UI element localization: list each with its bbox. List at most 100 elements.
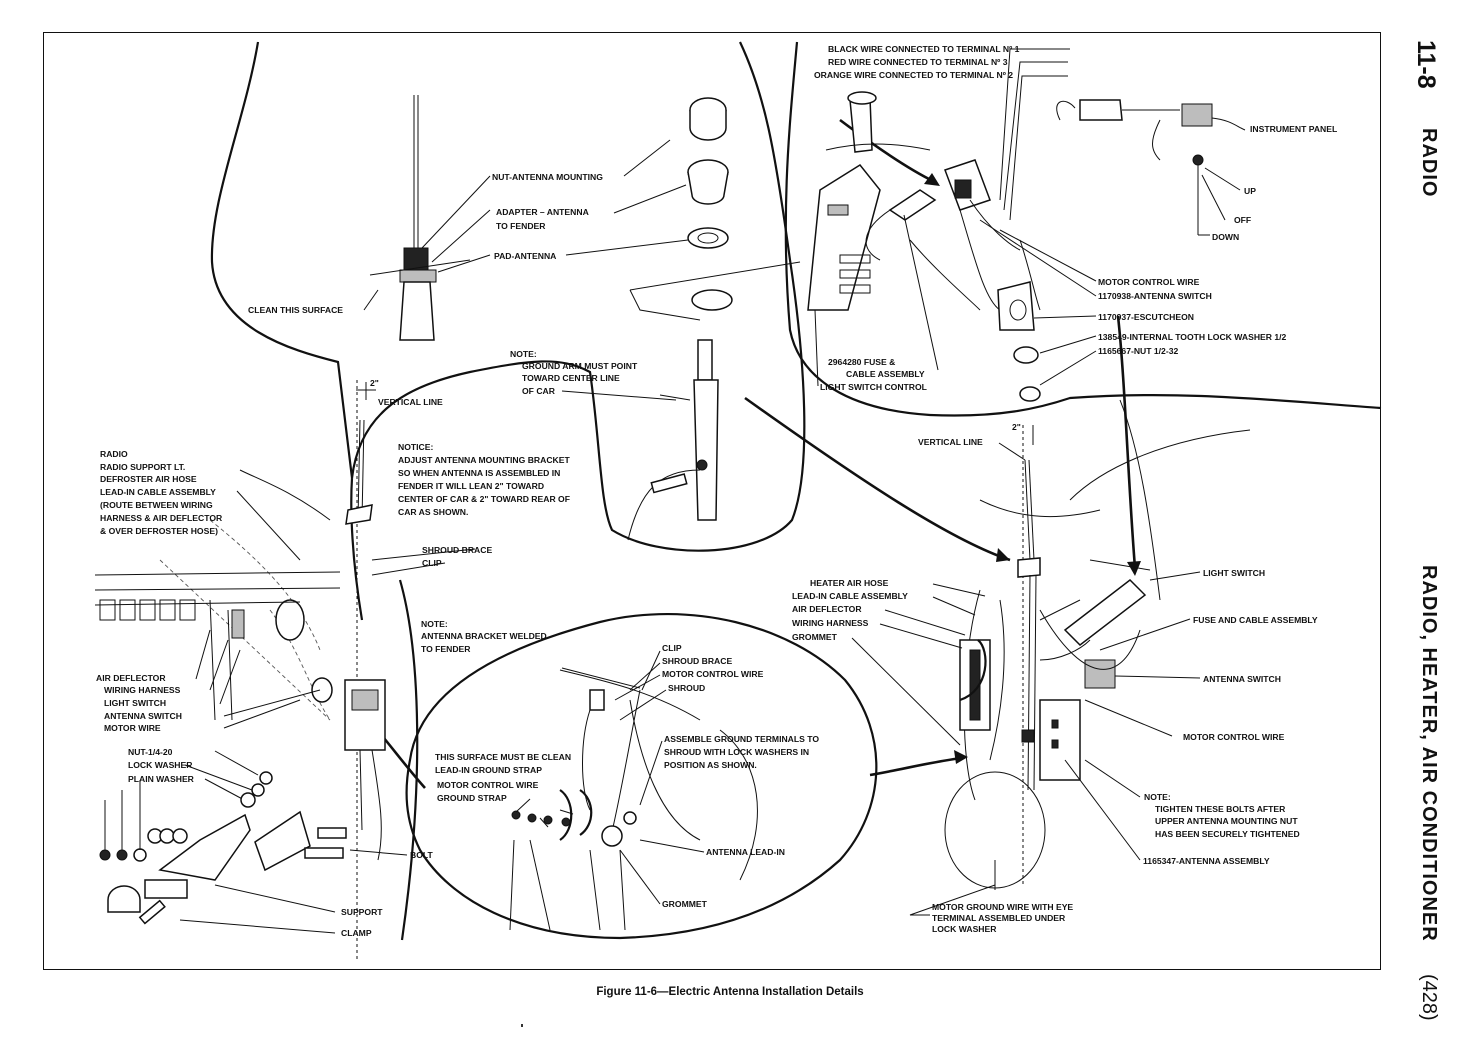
label-tighten-note-2: TIGHTEN THESE BOLTS AFTER bbox=[1155, 804, 1286, 814]
label-right-grommet: GROMMET bbox=[792, 632, 838, 642]
center-shroud-detail bbox=[509, 667, 758, 931]
label-ground-wire-3: LOCK WASHER bbox=[932, 924, 997, 934]
instrument-panel-switch bbox=[1056, 99, 1246, 236]
label-ground-note-4: OF CAR bbox=[522, 386, 556, 396]
label-adapter-2: TO FENDER bbox=[496, 221, 546, 231]
label-fuse-1: 2964280 FUSE & bbox=[828, 357, 895, 367]
label-notice-2: ADJUST ANTENNA MOUNTING BRACKET bbox=[398, 455, 570, 465]
label-ground-note-1: NOTE: bbox=[510, 349, 537, 359]
label-clamp: CLAMP bbox=[341, 928, 372, 938]
label-heater-air-hose: HEATER AIR HOSE bbox=[810, 578, 889, 588]
label-tighten-note-3: UPPER ANTENNA MOUNTING NUT bbox=[1155, 816, 1298, 826]
label-light-switch-control: LIGHT SWITCH CONTROL bbox=[820, 382, 927, 392]
label-right-vertical-line: VERTICAL LINE bbox=[918, 437, 983, 447]
label-right-wiring-harness: WIRING HARNESS bbox=[792, 618, 869, 628]
label-defroster-hose: DEFROSTER AIR HOSE bbox=[100, 474, 197, 484]
label-fuse-2: CABLE ASSEMBLY bbox=[846, 369, 925, 379]
label-lead-in-ground-strap: LEAD-IN GROUND STRAP bbox=[435, 765, 542, 775]
label-antenna-lead-in: ANTENNA LEAD-IN bbox=[706, 847, 785, 857]
label-notice-1: NOTICE: bbox=[398, 442, 433, 452]
label-surface-clean: THIS SURFACE MUST BE CLEAN bbox=[435, 752, 571, 762]
hardware-parts bbox=[99, 771, 347, 925]
label-bolt: BOLT bbox=[410, 850, 434, 860]
arrow-from-switch bbox=[1116, 315, 1137, 569]
label-notice-3: SO WHEN ANTENNA IS ASSEMBLED IN bbox=[398, 468, 560, 478]
label-right-lead-in: LEAD-IN CABLE ASSEMBLY bbox=[792, 591, 908, 601]
center-detail-balloon bbox=[405, 612, 878, 940]
label-assemble-2: SHROUD WITH LOCK WASHERS IN bbox=[664, 747, 809, 757]
label-assemble-1: ASSEMBLE GROUND TERMINALS TO bbox=[664, 734, 819, 744]
label-assemble-3: POSITION AS SHOWN. bbox=[664, 760, 757, 770]
label-radio: RADIO bbox=[100, 449, 128, 459]
label-motor-strap-2: GROUND STRAP bbox=[437, 793, 507, 803]
label-instrument-panel: INSTRUMENT PANEL bbox=[1250, 124, 1337, 134]
chapter-title: RADIO, HEATER, AIR CONDITIONER bbox=[1418, 565, 1440, 942]
label-up: UP bbox=[1244, 186, 1256, 196]
label-center-shroud-brace: SHROUD BRACE bbox=[662, 656, 732, 666]
pad-part bbox=[687, 227, 729, 249]
label-left-motor-wire: MOTOR WIRE bbox=[104, 723, 161, 733]
label-ground-note-3: TOWARD CENTER LINE bbox=[522, 373, 620, 383]
page-number: 11-8 bbox=[1412, 40, 1440, 89]
arrow-center-to-right bbox=[869, 756, 963, 777]
label-left-vertical-line: VERTICAL LINE bbox=[378, 397, 443, 407]
label-center-grommet: GROMMET bbox=[662, 899, 708, 909]
label-left-light-switch: LIGHT SWITCH bbox=[104, 698, 166, 708]
label-down: DOWN bbox=[1212, 232, 1239, 242]
label-escutcheon: 1170937-ESCUTCHEON bbox=[1098, 312, 1194, 322]
label-radio-support: RADIO SUPPORT LT. bbox=[100, 462, 185, 472]
folio-number: (428) bbox=[1418, 974, 1440, 1021]
label-ground-note-2: GROUND ARM MUST POINT bbox=[522, 361, 638, 371]
label-plain-washer: PLAIN WASHER bbox=[128, 774, 195, 784]
label-tighten-note-1: NOTE: bbox=[1144, 792, 1171, 802]
antenna-mast-detail bbox=[369, 95, 471, 341]
right-installation-view bbox=[944, 399, 1251, 890]
label-pad-antenna: PAD-ANTENNA bbox=[494, 251, 556, 261]
section-title: RADIO bbox=[1418, 128, 1440, 198]
label-tighten-note-4: HAS BEEN SECURELY TIGHTENED bbox=[1155, 829, 1300, 839]
label-right-antenna-switch: ANTENNA SWITCH bbox=[1203, 674, 1281, 684]
label-left-wiring-harness: WIRING HARNESS bbox=[104, 685, 181, 695]
label-lead-in-4: & OVER DEFROSTER HOSE) bbox=[100, 526, 218, 536]
figure-frame bbox=[43, 32, 1381, 970]
label-motor-strap-1: MOTOR CONTROL WIRE bbox=[437, 780, 539, 790]
label-black-wire: BLACK WIRE CONNECTED TO TERMINAL Nº 1 bbox=[828, 44, 1020, 54]
label-red-wire: RED WIRE CONNECTED TO TERMINAL Nº 3 bbox=[828, 57, 1008, 67]
left-fender-view bbox=[94, 380, 419, 960]
label-lock-washer: LOCK WASHER bbox=[128, 760, 193, 770]
label-ground-wire-1: MOTOR GROUND WIRE WITH EYE bbox=[932, 902, 1073, 912]
arrow-to-right-view bbox=[744, 396, 1011, 562]
label-notice-4: FENDER IT WILL LEAN 2" TOWARD bbox=[398, 481, 544, 491]
label-right-light-switch: LIGHT SWITCH bbox=[1203, 568, 1265, 578]
label-tr-antenna-switch: 1170938-ANTENNA SWITCH bbox=[1098, 291, 1212, 301]
top-right-leaders bbox=[814, 48, 1097, 387]
label-antenna-assembly: 1165347-ANTENNA ASSEMBLY bbox=[1143, 856, 1270, 866]
adapter-with-ground-arm bbox=[627, 339, 719, 541]
label-center-clip: CLIP bbox=[662, 643, 682, 653]
center-leaders bbox=[515, 650, 705, 905]
nut-part bbox=[689, 97, 727, 141]
top-right-detail-region bbox=[784, 41, 1382, 417]
figure-caption: Figure 11-6—Electric Antenna Installatio… bbox=[596, 986, 864, 998]
label-left-clip: CLIP bbox=[422, 558, 442, 568]
top-left-detail-balloon bbox=[210, 41, 806, 552]
top-left-leaders bbox=[363, 139, 689, 401]
label-right-motor-control-wire: MOTOR CONTROL WIRE bbox=[1183, 732, 1285, 742]
label-support: SUPPORT bbox=[341, 907, 383, 917]
label-fuse-cable-assembly: FUSE AND CABLE ASSEMBLY bbox=[1193, 615, 1318, 625]
label-notice-6: CAR AS SHOWN. bbox=[398, 507, 468, 517]
label-tooth-lock-washer: 138549-INTERNAL TOOTH LOCK WASHER 1/2 bbox=[1098, 332, 1287, 342]
label-bracket-note-3: TO FENDER bbox=[421, 644, 471, 654]
print-speck bbox=[521, 1024, 523, 1027]
label-lead-in-3: HARNESS & AIR DEFLECTOR bbox=[100, 513, 223, 523]
label-ground-wire-2: TERMINAL ASSEMBLED UNDER bbox=[932, 913, 1066, 923]
label-left-air-deflector: AIR DEFLECTOR bbox=[96, 673, 166, 683]
label-tr-motor-control-wire: MOTOR CONTROL WIRE bbox=[1098, 277, 1200, 287]
label-orange-wire: ORANGE WIRE CONNECTED TO TERMINAL Nº 2 bbox=[814, 70, 1013, 80]
label-off: OFF bbox=[1234, 215, 1251, 225]
label-clean-surface: CLEAN THIS SURFACE bbox=[248, 305, 343, 315]
adapter-part bbox=[687, 159, 729, 205]
switch-assembly bbox=[807, 91, 1041, 402]
label-center-motor-control-wire: MOTOR CONTROL WIRE bbox=[662, 669, 764, 679]
